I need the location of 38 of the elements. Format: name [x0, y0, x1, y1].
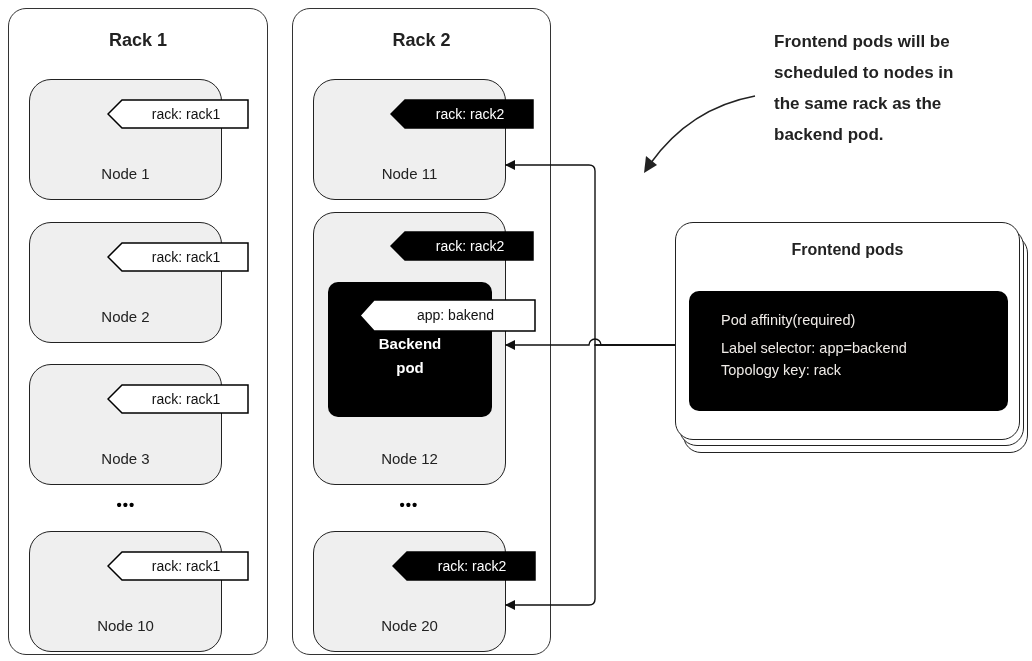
ellipsis: •••	[398, 495, 420, 515]
connector-arrow	[504, 344, 676, 610]
tag-text: rack: rack1	[150, 389, 222, 409]
node-name: Node 11	[380, 163, 439, 184]
tag-text: rack: rack1	[150, 556, 222, 576]
node-name: Node 12	[380, 448, 439, 469]
pod-name: Backend pod	[377, 334, 443, 378]
tag-text: rack: rack2	[436, 556, 508, 576]
label-tag	[392, 551, 536, 581]
note-text: Frontend pods will be scheduled to nodes in the same rack as the backend pod.	[774, 31, 955, 146]
node-name: Node 10	[96, 615, 155, 636]
tag-text: rack: rack2	[434, 236, 506, 256]
rack-title: Rack 1	[107, 29, 168, 52]
ellipsis: •••	[115, 495, 137, 515]
label-tag	[359, 299, 536, 332]
tag-text: rack: rack2	[434, 104, 506, 124]
label-tag	[107, 242, 249, 272]
label-tag	[107, 99, 249, 129]
policy-box	[689, 291, 1008, 411]
node-name: Node 2	[100, 306, 151, 327]
rack-title: Rack 2	[391, 29, 452, 52]
policy-line: Pod affinity(required)	[721, 311, 857, 330]
rack-panel	[8, 8, 268, 655]
policy-line: Topology key: rack	[721, 361, 843, 380]
tag-text: app: bakend	[415, 306, 496, 325]
node-name: Node 3	[100, 448, 151, 469]
tag-text: rack: rack1	[150, 247, 222, 267]
policy-line: Label selector: app=backend	[721, 339, 908, 358]
node-name: Node 1	[100, 163, 151, 184]
node-name: Node 20	[380, 615, 439, 636]
label-tag	[107, 384, 249, 414]
tag-text: rack: rack1	[150, 104, 222, 124]
label-tag	[107, 551, 249, 581]
label-tag	[390, 99, 534, 129]
rack-panel	[292, 8, 551, 655]
label-tag	[390, 231, 534, 261]
card-title: Frontend pods	[790, 240, 905, 260]
pod-stack-card	[675, 222, 1020, 440]
